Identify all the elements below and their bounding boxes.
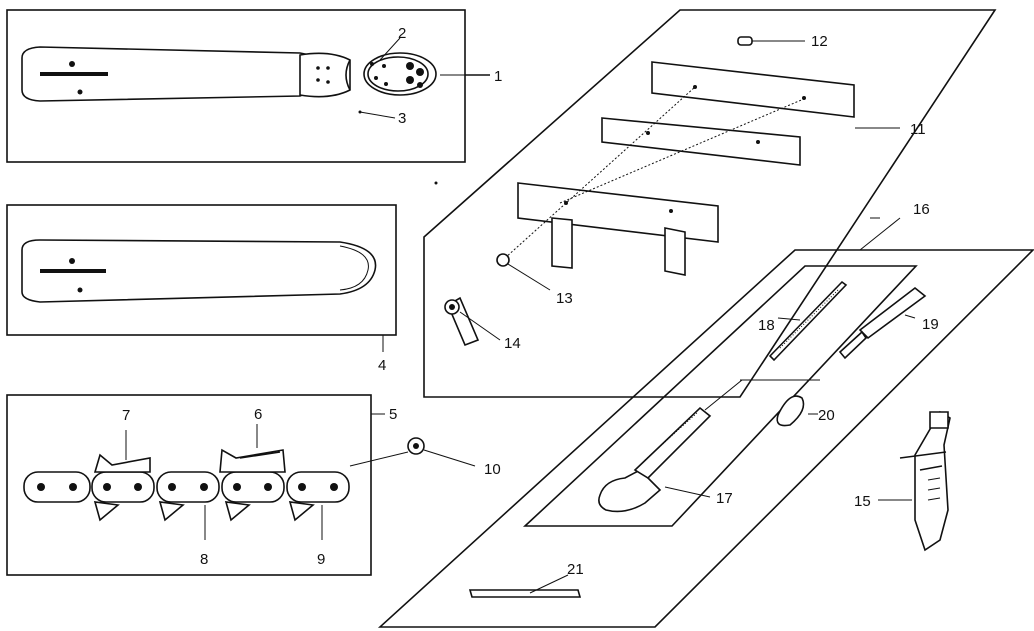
callout-12: 12 bbox=[811, 33, 828, 50]
callout-labels: 1 2 3 4 5 6 7 8 9 10 11 12 13 14 15 16 1… bbox=[122, 25, 939, 578]
callout-20: 20 bbox=[818, 407, 835, 424]
callout-10: 10 bbox=[484, 461, 501, 478]
chain-links bbox=[23, 448, 350, 522]
callout-14: 14 bbox=[504, 335, 521, 352]
panel-saw-chain bbox=[6, 394, 385, 576]
callout-5: 5 bbox=[389, 406, 397, 423]
callout-15: 15 bbox=[854, 493, 871, 510]
panel-filing-gauge bbox=[423, 9, 997, 398]
callout-3: 3 bbox=[398, 110, 406, 127]
callout-2: 2 bbox=[398, 25, 406, 42]
callout-21: 21 bbox=[567, 561, 584, 578]
panel-files-outer bbox=[377, 217, 1034, 628]
callout-18: 18 bbox=[758, 317, 775, 334]
panel-guide-bar-solid bbox=[6, 204, 397, 352]
callout-9: 9 bbox=[317, 551, 325, 568]
panel-guide-bar-sprocket bbox=[6, 9, 490, 163]
callout-19: 19 bbox=[922, 316, 939, 333]
file-holder-part bbox=[878, 410, 951, 552]
callout-13: 13 bbox=[556, 290, 573, 307]
callout-17: 17 bbox=[716, 490, 733, 507]
callout-7: 7 bbox=[122, 407, 130, 424]
callout-4: 4 bbox=[378, 357, 386, 374]
callout-8: 8 bbox=[200, 551, 208, 568]
rivet-part bbox=[349, 437, 476, 467]
callout-6: 6 bbox=[254, 406, 262, 423]
callout-16: 16 bbox=[913, 201, 930, 218]
callout-11: 11 bbox=[910, 121, 926, 138]
callout-1: 1 bbox=[494, 68, 502, 85]
